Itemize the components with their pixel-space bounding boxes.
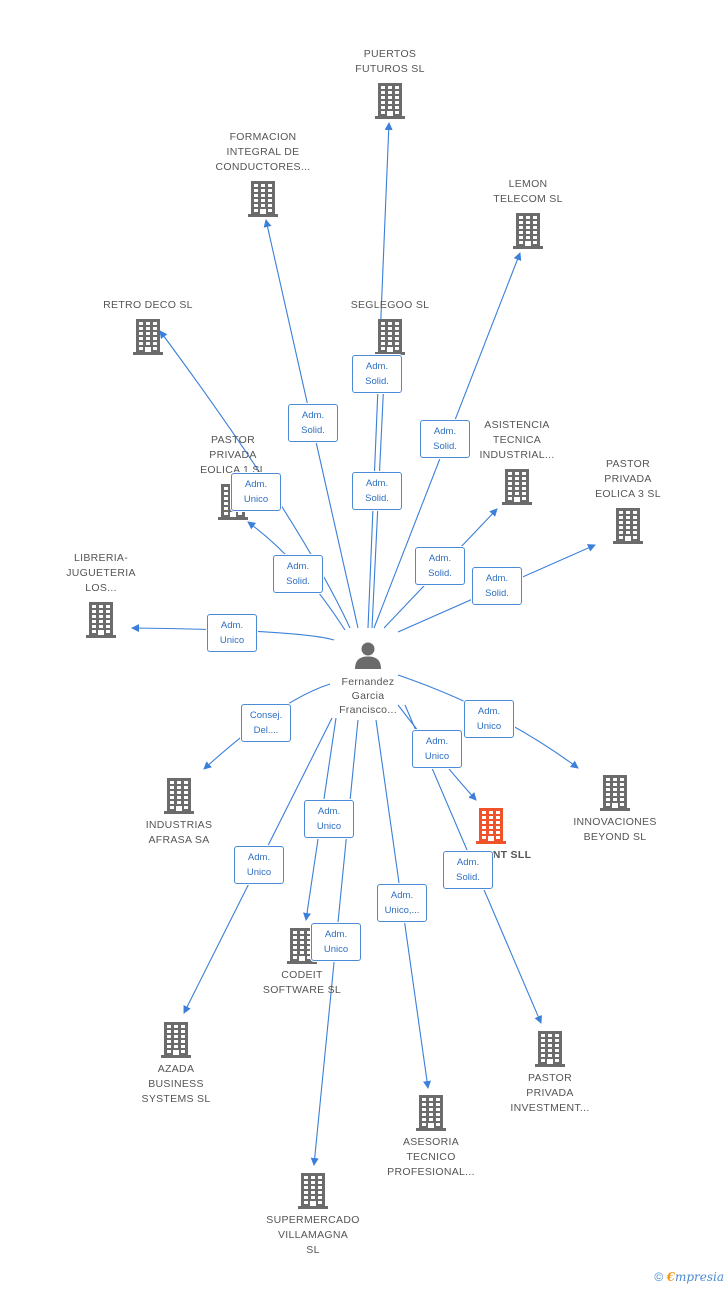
- copyright-symbol: ©: [654, 1270, 664, 1284]
- company-node-retro[interactable]: RETRO DECO SL: [83, 298, 213, 313]
- company-node-supermercado[interactable]: SUPERMERCADO VILLAMAGNA SL: [248, 1213, 378, 1258]
- building-icon[interactable]: [600, 775, 630, 816]
- edge-label-azada[interactable]: Adm. Unico: [234, 846, 284, 884]
- company-name[interactable]: CODEIT SOFTWARE SL: [262, 969, 342, 996]
- edge-label-industrias[interactable]: Consej. Del....: [241, 704, 291, 742]
- company-node-asesoria[interactable]: ASESORIA TECNICO PROFESIONAL...: [366, 1135, 496, 1180]
- company-name[interactable]: SUPERMERCADO VILLAMAGNA SL: [266, 1214, 360, 1256]
- building-icon[interactable]: [375, 319, 405, 360]
- edge-label-retro[interactable]: Adm. Solid.: [273, 555, 323, 593]
- footer-brand: © €mpresia: [654, 1270, 724, 1284]
- company-name[interactable]: LIBRERIA- JUGUETERIA LOS...: [66, 552, 136, 594]
- building-icon[interactable]: [161, 1022, 191, 1063]
- edge-label-incerunt[interactable]: Adm. Unico: [412, 730, 462, 768]
- edge-label-lemon[interactable]: Adm. Solid.: [420, 420, 470, 458]
- building-icon[interactable]: [513, 213, 543, 254]
- company-name[interactable]: FORMACION INTEGRAL DE CONDUCTORES...: [215, 131, 311, 173]
- building-icon[interactable]: [133, 319, 163, 360]
- building-icon[interactable]: [535, 1031, 565, 1072]
- building-icon[interactable]: [298, 1173, 328, 1214]
- company-name[interactable]: PASTOR PRIVADA EOLICA 1 SL: [200, 434, 266, 476]
- edge-label-innovaciones[interactable]: Adm. Unico: [464, 700, 514, 738]
- company-name[interactable]: SEGLEGOO SL: [350, 299, 430, 311]
- edge-label-supermercado[interactable]: Adm. Unico: [311, 923, 361, 961]
- company-node-azada[interactable]: AZADA BUSINESS SYSTEMS SL: [111, 1062, 241, 1107]
- empresia-logo: €mpresia: [666, 1270, 724, 1284]
- edge-label-pastorinv[interactable]: Adm. Solid.: [443, 851, 493, 889]
- company-name[interactable]: RETRO DECO SL: [103, 299, 193, 311]
- edge-label-seglegoo[interactable]: Adm. Solid.: [352, 472, 402, 510]
- company-name[interactable]: ASESORIA TECNICO PROFESIONAL...: [387, 1136, 475, 1178]
- company-node-industrias[interactable]: INDUSTRIAS AFRASA SA: [114, 818, 244, 848]
- building-icon[interactable]: [613, 508, 643, 549]
- building-icon[interactable]: [502, 469, 532, 510]
- building-icon[interactable]: [476, 808, 506, 849]
- company-node-formacion[interactable]: FORMACION INTEGRAL DE CONDUCTORES...: [198, 130, 328, 175]
- company-name[interactable]: PASTOR PRIVADA EOLICA 3 SL: [595, 458, 661, 500]
- edge-libreria: [131, 624, 335, 641]
- company-node-pastor3[interactable]: PASTOR PRIVADA EOLICA 3 SL: [563, 457, 693, 502]
- company-name[interactable]: PASTOR PRIVADA INVESTMENT...: [510, 1072, 590, 1114]
- edge-label-libreria[interactable]: Adm. Unico: [207, 614, 257, 652]
- edge-label-puertos[interactable]: Adm. Solid.: [352, 355, 402, 393]
- company-name[interactable]: LEMON TELECOM SL: [493, 178, 563, 205]
- building-icon[interactable]: [248, 181, 278, 222]
- company-node-libreria[interactable]: LIBRERIA- JUGUETERIA LOS...: [36, 551, 166, 596]
- company-name[interactable]: AZADA BUSINESS SYSTEMS SL: [141, 1063, 211, 1105]
- building-icon[interactable]: [164, 778, 194, 819]
- company-node-innovaciones[interactable]: INNOVACIONES BEYOND SL: [550, 815, 680, 845]
- company-node-puertos[interactable]: PUERTOS FUTUROS SL: [325, 47, 455, 77]
- building-icon[interactable]: [375, 83, 405, 124]
- edge-label-formacion[interactable]: Adm. Solid.: [288, 404, 338, 442]
- building-icon[interactable]: [86, 602, 116, 643]
- company-name[interactable]: PUERTOS FUTUROS SL: [355, 48, 425, 75]
- edge-label-codeit[interactable]: Adm. Unico: [304, 800, 354, 838]
- company-name[interactable]: ASISTENCIA TECNICA INDUSTRIAL...: [479, 419, 555, 461]
- edge-label-pastor1[interactable]: Adm. Unico: [231, 473, 281, 511]
- edge-label-asesoria[interactable]: Adm. Unico,...: [377, 884, 427, 922]
- building-icon[interactable]: [416, 1095, 446, 1136]
- company-node-pastor1[interactable]: PASTOR PRIVADA EOLICA 1 SL: [168, 433, 298, 478]
- company-name[interactable]: INNOVACIONES BEYOND SL: [573, 816, 657, 843]
- edge-label-asistencia[interactable]: Adm. Solid.: [415, 547, 465, 585]
- company-node-seglegoo[interactable]: SEGLEGOO SL: [325, 298, 455, 313]
- company-node-pastorinv[interactable]: PASTOR PRIVADA INVESTMENT...: [485, 1071, 615, 1116]
- company-node-lemon[interactable]: LEMON TELECOM SL: [463, 177, 593, 207]
- company-node-codeit[interactable]: CODEIT SOFTWARE SL: [237, 968, 367, 998]
- center-person-name[interactable]: Fernandez Garcia Francisco...: [339, 676, 397, 716]
- edge-label-pastor3[interactable]: Adm. Solid.: [472, 567, 522, 605]
- company-node-asistencia[interactable]: ASISTENCIA TECNICA INDUSTRIAL...: [452, 418, 582, 463]
- person-icon[interactable]: [353, 640, 383, 675]
- company-name[interactable]: INDUSTRIAS AFRASA SA: [145, 819, 213, 846]
- building-icon[interactable]: [287, 928, 317, 969]
